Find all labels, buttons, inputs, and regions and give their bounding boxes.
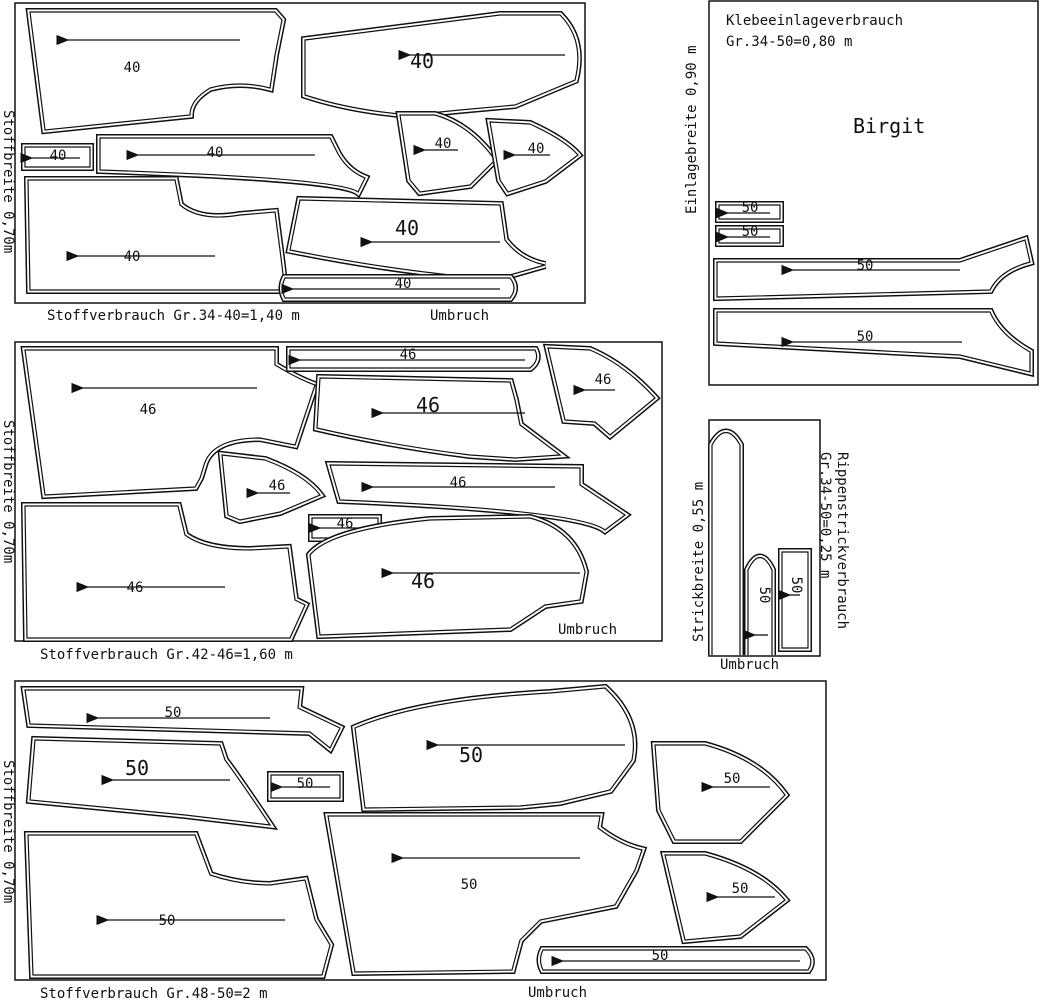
piece-size-label: 50 [788,577,804,594]
pattern-piece-inner [25,177,288,293]
fabric-width-42-46: Stoffbreite 0,70m [0,420,16,563]
piece-size-label: 50 [756,587,772,604]
piece-size-label: 46 [269,478,286,494]
pattern-piece-inner [22,503,309,641]
pattern-piece-seamline [24,689,341,749]
fold-48-50: Umbruch [528,985,587,1000]
pattern-piece-seamline [24,505,306,639]
pattern-piece-seamline [716,239,1031,298]
piece-size-label: 46 [416,393,440,417]
interfacing-title: Klebeeinlageverbrauch [726,13,903,29]
piece-size-label: 50 [459,743,483,767]
piece-size-label: 46 [411,569,435,593]
piece-size-label: 50 [652,948,669,964]
piece-size-label: 50 [125,756,149,780]
piece-size-label: 50 [732,881,749,897]
piece-size-label: 50 [461,877,478,893]
consumption-34-40: Stoffverbrauch Gr.34-40=1,40 m [47,308,300,324]
fabric-width-48-50: Stoffbreite 0,70m [0,760,16,903]
piece-size-label: 50 [724,771,741,787]
piece-size-label: 46 [450,475,467,491]
piece-size-label: 46 [595,372,612,388]
pattern-piece-inner [779,549,811,651]
pattern-piece-seamline [399,114,496,193]
pattern-piece-inner [314,375,567,461]
pattern-piece-seamline [329,464,627,531]
consumption-48-50: Stoffverbrauch Gr.48-50=2 m [40,986,268,1000]
piece-size-label: 50 [857,258,874,274]
layout-frame-48-50 [14,680,827,981]
pattern-piece-seamline [309,517,586,636]
pattern-piece-seamline [29,739,272,826]
pattern-piece-inner [27,737,276,829]
pattern-piece-inner [307,515,588,638]
piece-size-label: 40 [124,60,141,76]
designer-name: Birgit [853,114,925,138]
pattern-piece-seamline [781,551,809,649]
layout-frame-34-40 [14,2,586,304]
pattern-piece-inner [27,9,285,133]
piece-size-label: 40 [50,148,67,164]
ribbing-width: Strickbreite 0,55 m [691,482,707,642]
fold-42-46: Umbruch [558,622,617,638]
pattern-piece-seamline [99,137,366,193]
interfacing-frame [708,0,1039,386]
piece-size-label: 50 [297,776,314,792]
pattern-piece-inner [487,119,582,195]
pattern-piece-inner [745,555,775,655]
pattern-piece-seamline [27,834,331,976]
pattern-piece-seamline [27,179,286,291]
pattern-piece-inner [25,832,333,978]
piece-size-label: 46 [140,402,157,418]
ribbing-consumption-title: Rippenstrickverbrauch [834,452,850,629]
piece-size-label: 46 [400,347,417,363]
piece-size-label: 50 [742,224,759,240]
pattern-piece-seamline [289,349,538,369]
fabric-width-34-40: Stoffbreite 0,70m [0,110,16,253]
pattern-piece-inner [652,742,789,843]
pattern-piece-inner [397,112,499,195]
pattern-piece-seamline [327,815,643,973]
pattern-piece-seamline [747,556,773,655]
interfacing-amount: Gr.34-50=0,80 m [726,34,852,50]
piece-size-label: 40 [410,49,434,73]
pattern-piece-seamline [29,11,283,131]
piece-size-label: 40 [528,141,545,157]
pattern-piece-seamline [539,949,812,971]
pattern-piece-seamline [354,687,635,809]
fold-34-40: Umbruch [430,308,489,324]
pattern-piece-inner [714,236,1033,300]
pattern-piece-seamline [547,347,656,436]
piece-size-label: 40 [395,216,419,240]
pattern-piece-seamline [664,854,786,941]
piece-size-label: 46 [127,580,144,596]
pattern-piece-seamline [304,14,579,116]
pattern-piece-inner [352,685,636,811]
piece-size-label: 40 [435,136,452,152]
rib-band-piece-inner [709,430,743,655]
piece-size-label: 46 [337,516,354,532]
pattern-piece-seamline [24,349,316,496]
piece-size-label: 50 [742,200,759,216]
interfacing-width: Einlagebreite 0,90 m [684,45,700,214]
ribbing-fold: Umbruch [720,657,779,673]
piece-size-label: 50 [165,705,182,721]
piece-size-label: 50 [857,329,874,345]
layout-frame-42-46 [14,341,663,642]
consumption-42-46: Stoffverbrauch Gr.42-46=1,60 m [40,647,293,663]
pattern-piece-inner [538,947,814,973]
piece-size-label: 40 [207,145,224,161]
pattern-piece-seamline [316,377,562,459]
pattern-piece-seamline [716,311,1031,373]
piece-size-label: 40 [395,276,412,292]
pattern-piece-seamline [221,454,321,521]
rib-band-piece-seamline [711,431,741,655]
pattern-piece-inner [544,345,659,439]
pattern-piece-seamline [654,744,786,841]
pattern-piece-seamline [489,121,579,193]
piece-size-label: 40 [124,249,141,265]
ribbing-consumption: Gr.34-50=0,25 m [817,452,833,578]
piece-size-label: 50 [159,913,176,929]
